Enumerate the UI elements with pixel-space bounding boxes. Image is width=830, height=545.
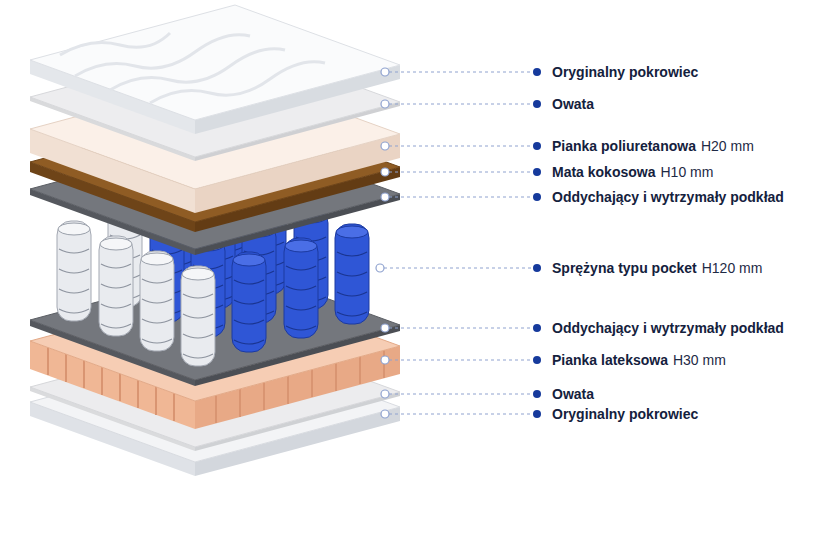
- dimension-label: H20 mm: [701, 137, 754, 155]
- leader-lines: [384, 72, 531, 414]
- part-name: Oryginalny pokrowiec: [552, 63, 698, 81]
- part-name: Oddychający i wytrzymały podkład: [552, 319, 784, 337]
- dimension-label: H30 mm: [673, 351, 726, 369]
- part-name: Pianka lateksowa: [552, 351, 668, 369]
- part-name: Oryginalny pokrowiec: [552, 405, 698, 423]
- top-cover: [30, 5, 400, 134]
- part-name: Owata: [552, 385, 594, 403]
- part-name: Sprężyna typu pocket: [552, 259, 697, 277]
- dimension-label: H120 mm: [702, 259, 763, 277]
- part-name: Oddychający i wytrzymały podkład: [552, 188, 784, 206]
- part-name: Mata kokosowa: [552, 163, 655, 181]
- leader-start-circles: [376, 68, 389, 418]
- part-name: Pianka poliuretanowa: [552, 137, 696, 155]
- leader-dots: [533, 68, 541, 418]
- part-name: Owata: [552, 95, 594, 113]
- dimension-label: H10 mm: [660, 163, 713, 181]
